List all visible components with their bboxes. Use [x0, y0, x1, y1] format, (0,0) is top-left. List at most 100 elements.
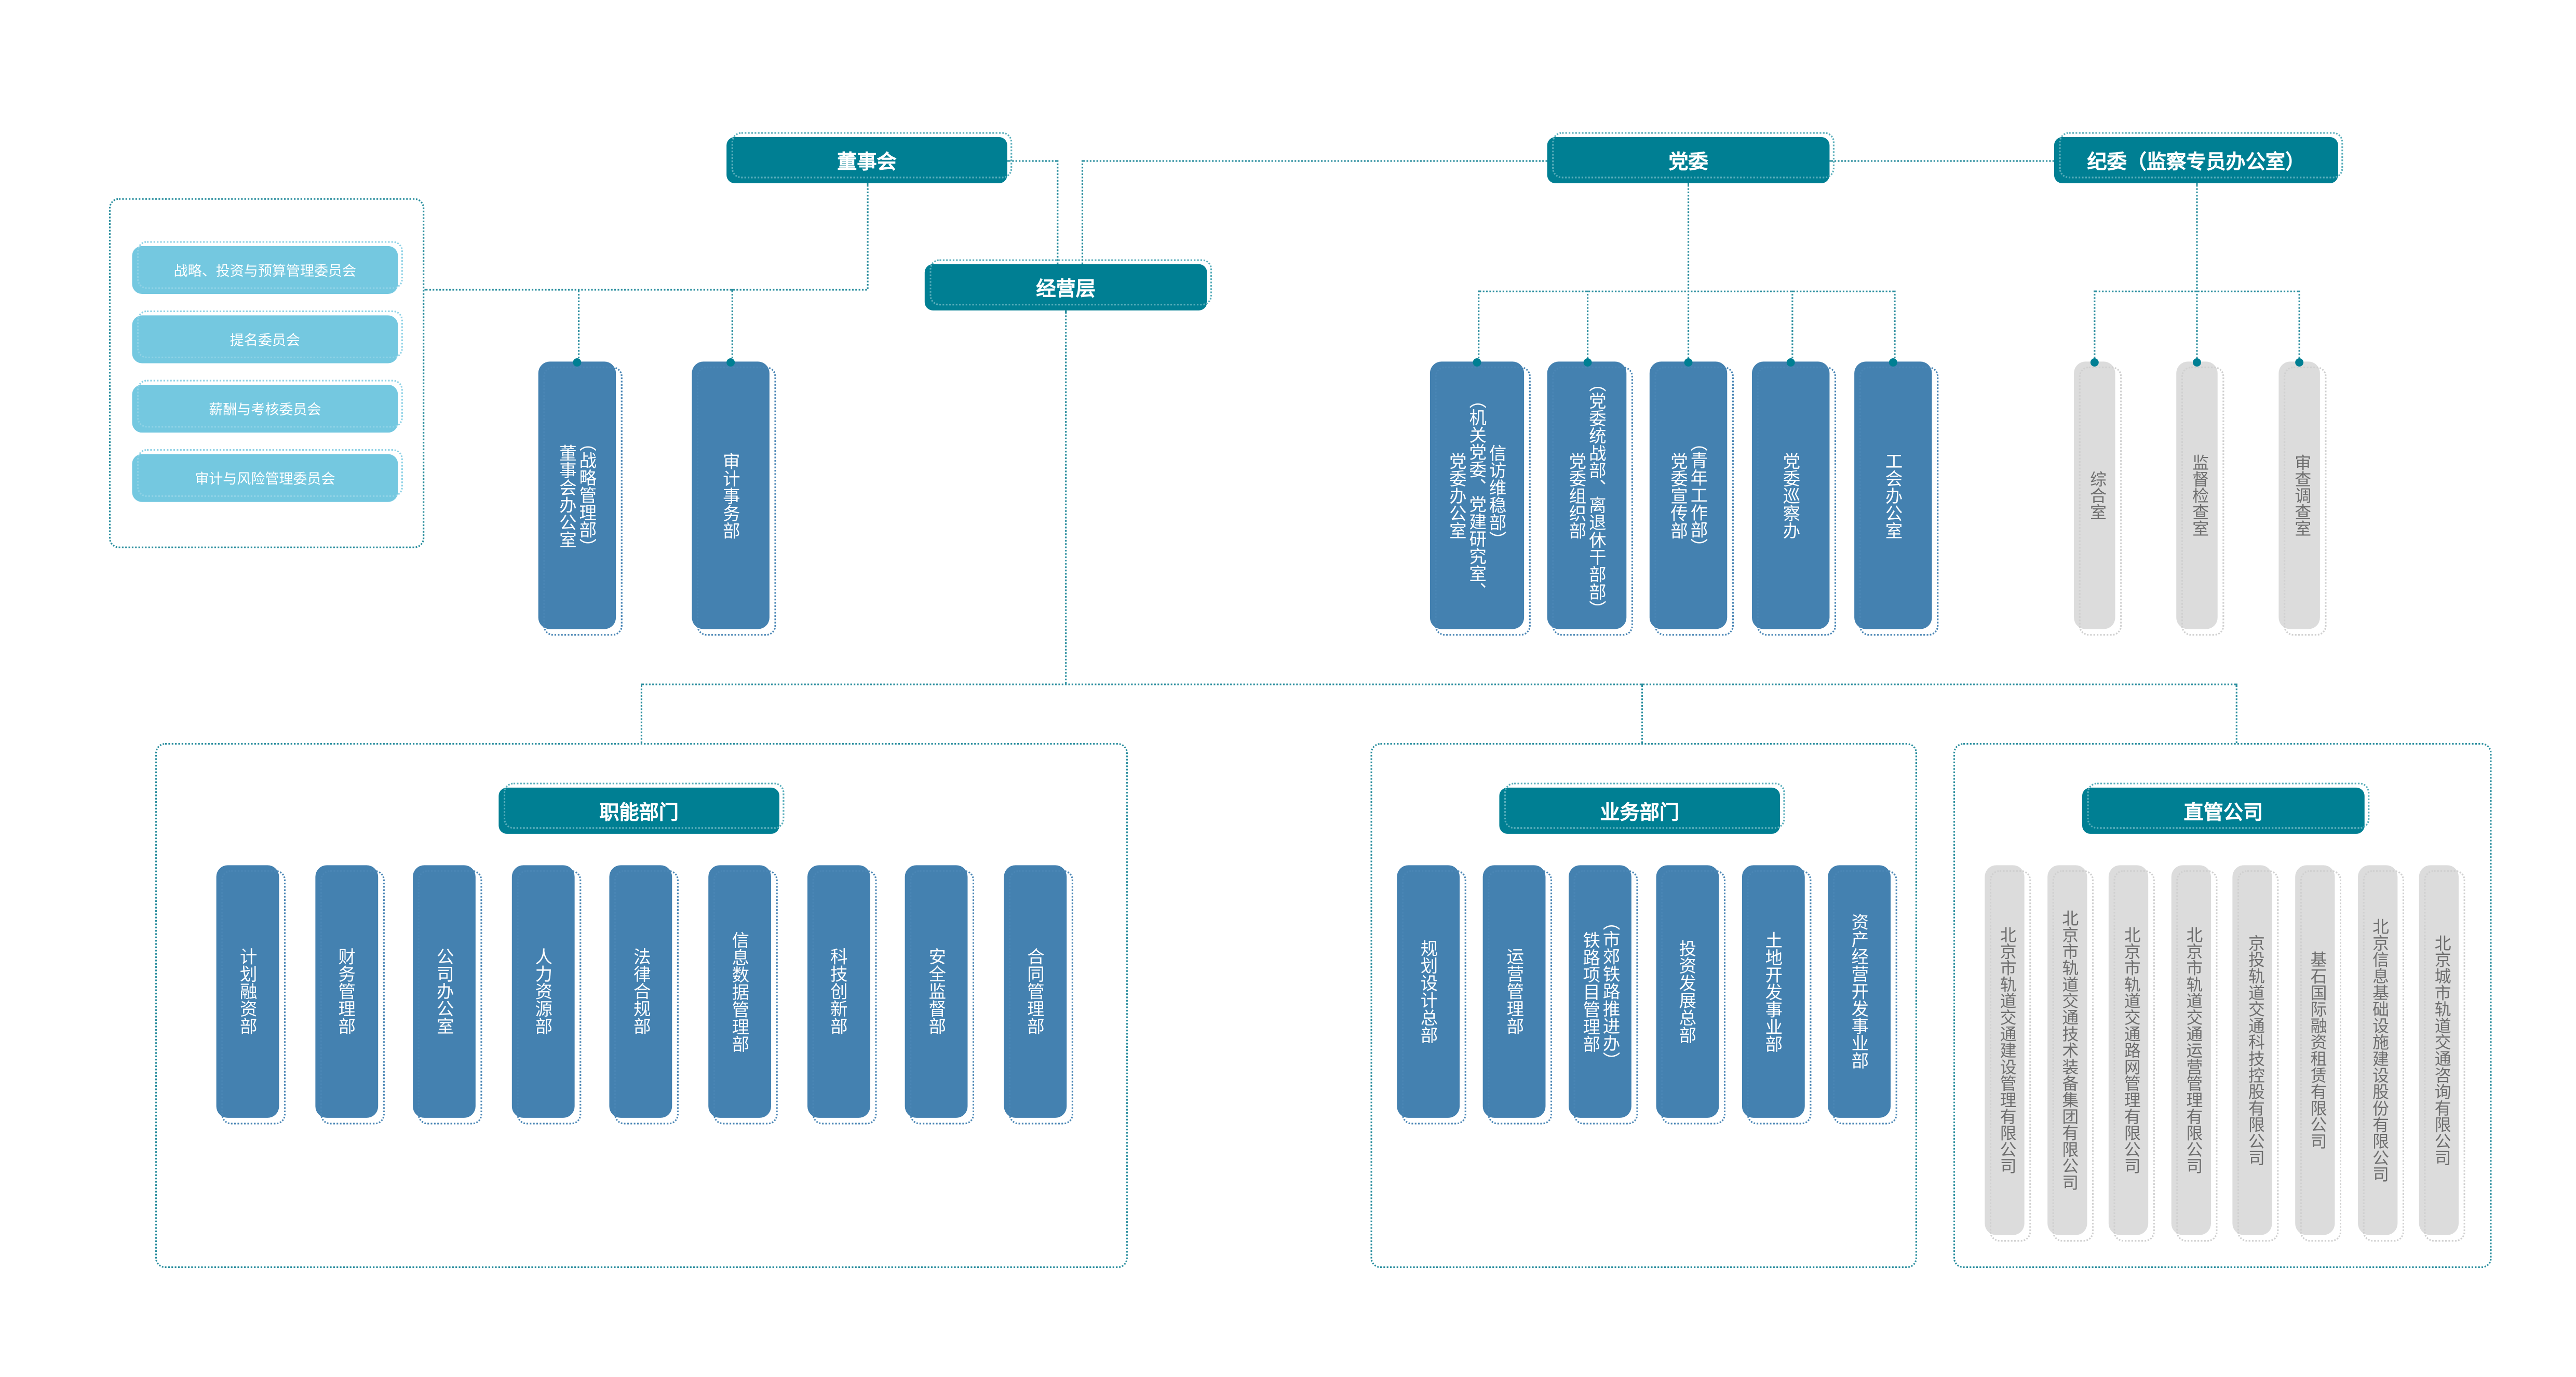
department-label: 党委宣传部 — [1668, 452, 1689, 539]
department-box[interactable]: 北京市轨道交通路网管理有限公司 — [2109, 865, 2155, 1242]
committee-item[interactable]: 战略、投资与预算管理委员会 — [132, 241, 403, 294]
department-box[interactable]: 投资发展总部 — [1655, 865, 1725, 1125]
connector-line — [424, 289, 867, 291]
department-label: 计划融资部 — [238, 948, 258, 1035]
companies-panel — [1953, 743, 2492, 1268]
party-committee-node[interactable]: 党委 — [1547, 132, 1835, 183]
connector-dot — [2090, 357, 2099, 366]
department-label: 科技创新部 — [828, 948, 848, 1035]
department-label: 北京市轨道交通路网管理有限公司 — [2120, 926, 2138, 1174]
department-label: 审查调查室 — [2290, 454, 2309, 537]
department-box[interactable]: 党委办公室（机关党委、党建研究室、信访维稳部） — [1429, 361, 1531, 636]
department-label: 资产经营开发事业部 — [1849, 913, 1869, 1070]
department-label: 人力资源部 — [533, 948, 553, 1035]
connector-dot — [573, 357, 582, 366]
department-box[interactable]: 北京市轨道交通技术装备集团有限公司 — [2046, 865, 2093, 1242]
connector-line — [1081, 160, 1084, 264]
connector-dot — [726, 357, 735, 366]
department-label: 综合室 — [2086, 470, 2105, 520]
department-label: 审计事务部 — [721, 452, 741, 539]
department-box[interactable]: 科技创新部 — [806, 865, 876, 1125]
department-box[interactable]: 审计事务部 — [692, 361, 776, 636]
committee-item[interactable]: 薪酬与考核委员会 — [132, 380, 403, 433]
companies-title: 直管公司 — [2082, 782, 2370, 834]
connector-line — [1081, 160, 1547, 162]
department-box[interactable]: 董事会办公室（战略管理部） — [538, 361, 623, 636]
department-box[interactable]: 北京信息基础设施建设股份有限公司 — [2357, 865, 2404, 1242]
department-label: 安全监督部 — [926, 948, 947, 1035]
department-label: 监督检查室 — [2188, 454, 2207, 537]
committee-item[interactable]: 审计与风险管理委员会 — [132, 449, 403, 502]
connector-dot — [2193, 357, 2201, 366]
department-label: 京投轨道交通科技控股有限公司 — [2244, 934, 2263, 1166]
connector-line — [1641, 683, 1643, 743]
department-box[interactable]: 工会办公室 — [1854, 361, 1939, 636]
department-label: 董事会办公室 — [557, 443, 577, 548]
department-box[interactable]: 审查调查室 — [2278, 361, 2327, 636]
department-box[interactable]: 北京市轨道交通建设管理有限公司 — [1985, 865, 2031, 1242]
board-node[interactable]: 董事会 — [726, 132, 1013, 183]
department-box[interactable]: 公司办公室 — [413, 865, 483, 1125]
department-label: （机关党委、党建研究室、 — [1467, 391, 1487, 600]
department-label: 北京市轨道交通技术装备集团有限公司 — [2058, 910, 2076, 1191]
connector-dot — [1583, 357, 1591, 366]
department-box[interactable]: 监督检查室 — [2176, 361, 2224, 636]
connector-line — [1007, 160, 1057, 162]
connector-line — [1478, 290, 1480, 362]
connector-line — [1894, 290, 1896, 362]
department-box[interactable]: 人力资源部 — [511, 865, 581, 1125]
connector-line — [2094, 290, 2096, 362]
department-label: 党委办公室 — [1447, 452, 1467, 539]
committee-item[interactable]: 提名委员会 — [132, 310, 403, 363]
department-box[interactable]: 北京城市轨道交通咨询有限公司 — [2419, 865, 2466, 1242]
department-box[interactable]: 党委组织部（党委统战部、离退休干部部） — [1547, 361, 1634, 636]
department-box[interactable]: 安全监督部 — [905, 865, 975, 1125]
connector-line — [578, 289, 580, 362]
connector-line — [1478, 290, 1894, 292]
department-box[interactable]: 规划设计总部 — [1397, 865, 1466, 1125]
department-box[interactable]: 法律合规部 — [610, 865, 680, 1125]
department-label: 土地开发事业部 — [1763, 930, 1783, 1052]
connector-line — [1065, 310, 1067, 684]
connector-line — [1791, 290, 1793, 362]
connector-line — [640, 683, 643, 743]
connector-line — [2196, 183, 2198, 362]
connector-dot — [1889, 357, 1897, 366]
department-box[interactable]: 合同管理部 — [1003, 865, 1073, 1125]
discipline-committee-node[interactable]: 纪委（监察专员办公室） — [2054, 132, 2343, 183]
department-box[interactable]: 计划融资部 — [216, 865, 286, 1125]
connector-dot — [1473, 357, 1481, 366]
department-label: 党委巡察办 — [1781, 452, 1801, 539]
connector-line — [2235, 683, 2237, 743]
department-box[interactable]: 土地开发事业部 — [1742, 865, 1811, 1125]
department-label: 规划设计总部 — [1418, 939, 1438, 1044]
department-box[interactable]: 资产经营开发事业部 — [1828, 865, 1897, 1125]
management-node[interactable]: 经营层 — [924, 259, 1212, 310]
department-box[interactable]: 党委巡察办 — [1751, 361, 1837, 636]
department-label: 信息数据管理部 — [730, 930, 750, 1052]
department-label: （战略管理部） — [577, 435, 597, 556]
committees-panel — [109, 198, 425, 548]
department-label: 投资发展总部 — [1677, 939, 1697, 1044]
connector-line — [2298, 290, 2300, 362]
department-label: 北京城市轨道交通咨询有限公司 — [2430, 934, 2449, 1166]
department-box[interactable]: 基石国际融资租赁有限公司 — [2295, 865, 2342, 1242]
department-box[interactable]: 综合室 — [2074, 361, 2122, 636]
connector-line — [1586, 290, 1589, 362]
department-label: 铁路项目管理部 — [1581, 930, 1601, 1052]
department-box[interactable]: 铁路项目管理部（市郊铁路推进办） — [1569, 865, 1639, 1125]
department-box[interactable]: 党委宣传部（青年工作部） — [1649, 361, 1734, 636]
business-panel — [1370, 743, 1917, 1268]
department-box[interactable]: 北京市轨道交通运营管理有限公司 — [2171, 865, 2218, 1242]
department-label: 基石国际融资租赁有限公司 — [2306, 951, 2325, 1150]
connector-dot — [1684, 357, 1693, 366]
connector-line — [1057, 160, 1059, 264]
department-box[interactable]: 财务管理部 — [315, 865, 384, 1125]
connector-line — [731, 289, 733, 362]
department-box[interactable]: 信息数据管理部 — [708, 865, 778, 1125]
connector-line — [1687, 183, 1690, 362]
department-label: 信访维稳部） — [1487, 443, 1507, 548]
department-label: 公司办公室 — [435, 948, 455, 1035]
department-box[interactable]: 运营管理部 — [1483, 865, 1553, 1125]
department-box[interactable]: 京投轨道交通科技控股有限公司 — [2233, 865, 2280, 1242]
